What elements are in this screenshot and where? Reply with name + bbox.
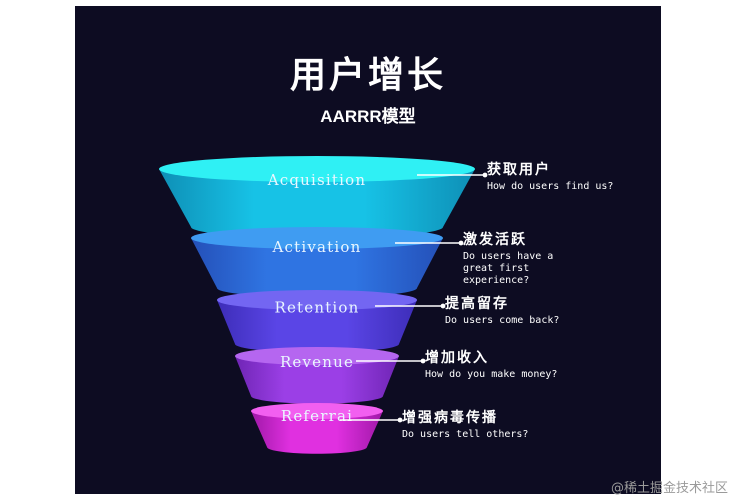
funnel-layer-top <box>159 156 475 182</box>
stage-label-referral: Referrai <box>281 407 353 425</box>
annotation-acquisition: 获取用户 How do users find us? <box>487 161 613 193</box>
funnel-layer-body <box>251 411 383 454</box>
annotation-question: How do users find us? <box>487 181 614 192</box>
annotation-title: 激发活跃 <box>463 232 527 248</box>
annotation-title: 增强病毒传播 <box>402 410 498 426</box>
stage-label-revenue: Revenue <box>280 353 354 371</box>
stage-label-retention: Retention <box>274 298 359 316</box>
funnel-layer-top <box>217 290 417 310</box>
stage-label-activation: Activation <box>272 238 362 256</box>
annotation-question: Do users have a great first experience? <box>463 251 554 286</box>
annotation-title: 获取用户 <box>487 162 551 178</box>
funnel-layer-acquisition: Acquisition <box>159 156 488 239</box>
funnel-layer-retention: Retention <box>217 290 446 353</box>
annotation-question: How do you make money? <box>425 369 558 380</box>
stage-label-acquisition: Acquisition <box>267 171 367 189</box>
watermark: @稀土掘金技术社区 <box>610 481 728 496</box>
funnel-layer-top <box>251 403 383 419</box>
diagram-title: 用户增长 <box>289 55 446 96</box>
funnel-layer-top <box>191 227 443 249</box>
funnel-layer-body <box>217 300 417 353</box>
annotation-activation: 激发活跃 Do users have a great first experie… <box>463 231 553 287</box>
funnel-layer-activation: Activation <box>191 227 464 298</box>
connector-dot <box>420 358 426 364</box>
funnel-layer-body <box>191 238 443 298</box>
funnel-layer-revenue: Revenue <box>235 347 426 404</box>
funnel-layer-referral: Referrai <box>251 403 403 454</box>
annotation-referral: 增强病毒传播 Do users tell others? <box>402 409 528 441</box>
annotation-title: 增加收入 <box>425 350 489 366</box>
annotation-question: Do users tell others? <box>402 429 529 440</box>
diagram-subtitle: AARRR模型 <box>320 107 416 126</box>
funnel-layer-body <box>159 169 475 239</box>
annotation-revenue: 增加收入 How do you make money? <box>425 349 557 381</box>
connector-dot <box>440 303 446 309</box>
connector-dot <box>458 240 464 246</box>
funnel-graphic: AcquisitionActivationRetentionRevenueRef… <box>159 156 488 454</box>
annotation-retention: 提高留存 Do users come back? <box>445 295 559 327</box>
annotation-title: 提高留存 <box>445 296 509 312</box>
annotation-question: Do users come back? <box>445 315 560 326</box>
connector-dot <box>482 172 488 178</box>
funnel-layer-body <box>235 356 399 404</box>
connector-dot <box>397 417 403 423</box>
